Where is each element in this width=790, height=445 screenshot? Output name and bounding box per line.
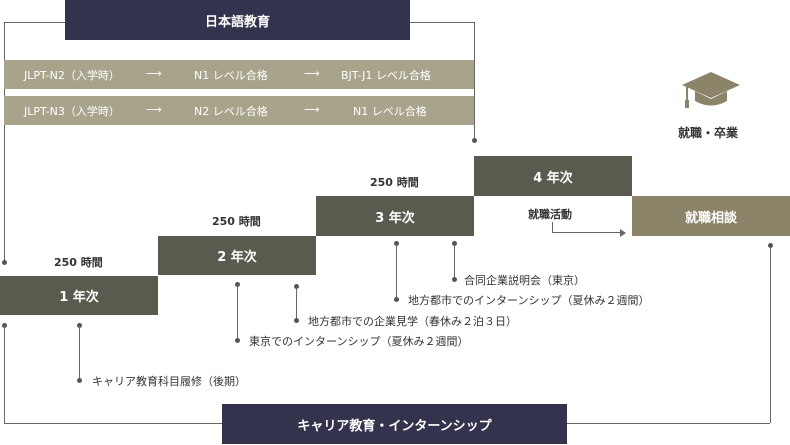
career-course-dot-top <box>77 323 82 328</box>
row1-end: BJT-J1 レベル合格 <box>341 69 431 82</box>
bottom-frame-dot-right <box>768 243 773 248</box>
career-course-dot <box>77 378 82 383</box>
year2-block: 2 年次 <box>158 236 316 275</box>
career-course-label: キャリア教育科目履修（後期） <box>92 375 246 388</box>
year2-hours: 250 時間 <box>212 215 261 228</box>
jlpt-row-2: JLPT-N3（入学時） ⟶ N2 レベル合格 ⟶ N1 レベル合格 <box>4 96 474 125</box>
left-frame-line <box>4 22 5 262</box>
row1-arrow-1: ⟶ <box>146 67 162 80</box>
year3-hours: 250 時間 <box>370 176 419 189</box>
row1-mid: N1 レベル合格 <box>194 69 268 82</box>
job-hunting-line-h <box>552 232 622 233</box>
tokyo-internship-dot-top <box>235 282 240 287</box>
bottom-right-frame-line <box>770 246 771 423</box>
right-frame-line <box>474 22 475 140</box>
year3-block: 3 年次 <box>316 196 474 236</box>
tokyo-internship-line <box>237 285 238 341</box>
regional-visit-dot-top <box>294 284 299 289</box>
row2-mid: N2 レベル合格 <box>194 105 268 118</box>
briefing-line <box>454 244 455 280</box>
briefing-dot <box>452 277 457 282</box>
row2-arrow-1: ⟶ <box>146 103 162 116</box>
job-hunting-line-v <box>552 222 553 232</box>
japanese-education-title: 日本語教育 <box>65 0 410 40</box>
regional-internship-line <box>396 244 397 300</box>
row1-start: JLPT-N2（入学時） <box>24 69 120 82</box>
row2-end: N1 レベル合格 <box>353 105 427 118</box>
graduation-label: 就職・卒業 <box>678 126 739 140</box>
bottom-frame-dot-left <box>2 323 7 328</box>
year1-block: 1 年次 <box>0 276 158 315</box>
tokyo-internship-dot <box>235 338 240 343</box>
year1-hours: 250 時間 <box>54 256 103 269</box>
briefing-dot-top <box>452 241 457 246</box>
regional-internship-dot <box>394 297 399 302</box>
job-hunting-label: 就職活動 <box>528 208 572 221</box>
row2-arrow-2: ⟶ <box>304 103 320 116</box>
row2-start: JLPT-N3（入学時） <box>24 105 120 118</box>
regional-visit-line <box>296 287 297 321</box>
regional-internship-label: 地方都市でのインターンシップ（夏休み２週間） <box>408 294 650 307</box>
regional-internship-dot-top <box>394 241 399 246</box>
job-hunting-arrowhead <box>620 229 626 237</box>
row1-arrow-2: ⟶ <box>304 67 320 80</box>
regional-visit-label: 地方都市での企業見学（春休み２泊３日） <box>308 315 517 328</box>
year4-block: 4 年次 <box>474 156 632 196</box>
frame-dot-right <box>472 138 477 143</box>
career-banner: キャリア教育・インターンシップ <box>222 404 567 444</box>
graduation-cap-icon <box>680 70 742 110</box>
bottom-left-frame-line <box>4 326 5 423</box>
regional-visit-dot <box>294 318 299 323</box>
career-course-line <box>79 326 80 381</box>
joint-briefing-label: 合同企業説明会（東京） <box>464 274 585 287</box>
tokyo-internship-label: 東京でのインターンシップ（夏休み２週間） <box>249 335 469 348</box>
career-consultation-box: 就職相談 <box>632 196 790 236</box>
jlpt-row-1: JLPT-N2（入学時） ⟶ N1 レベル合格 ⟶ BJT-J1 レベル合格 <box>4 60 474 89</box>
frame-dot-left <box>2 260 7 265</box>
